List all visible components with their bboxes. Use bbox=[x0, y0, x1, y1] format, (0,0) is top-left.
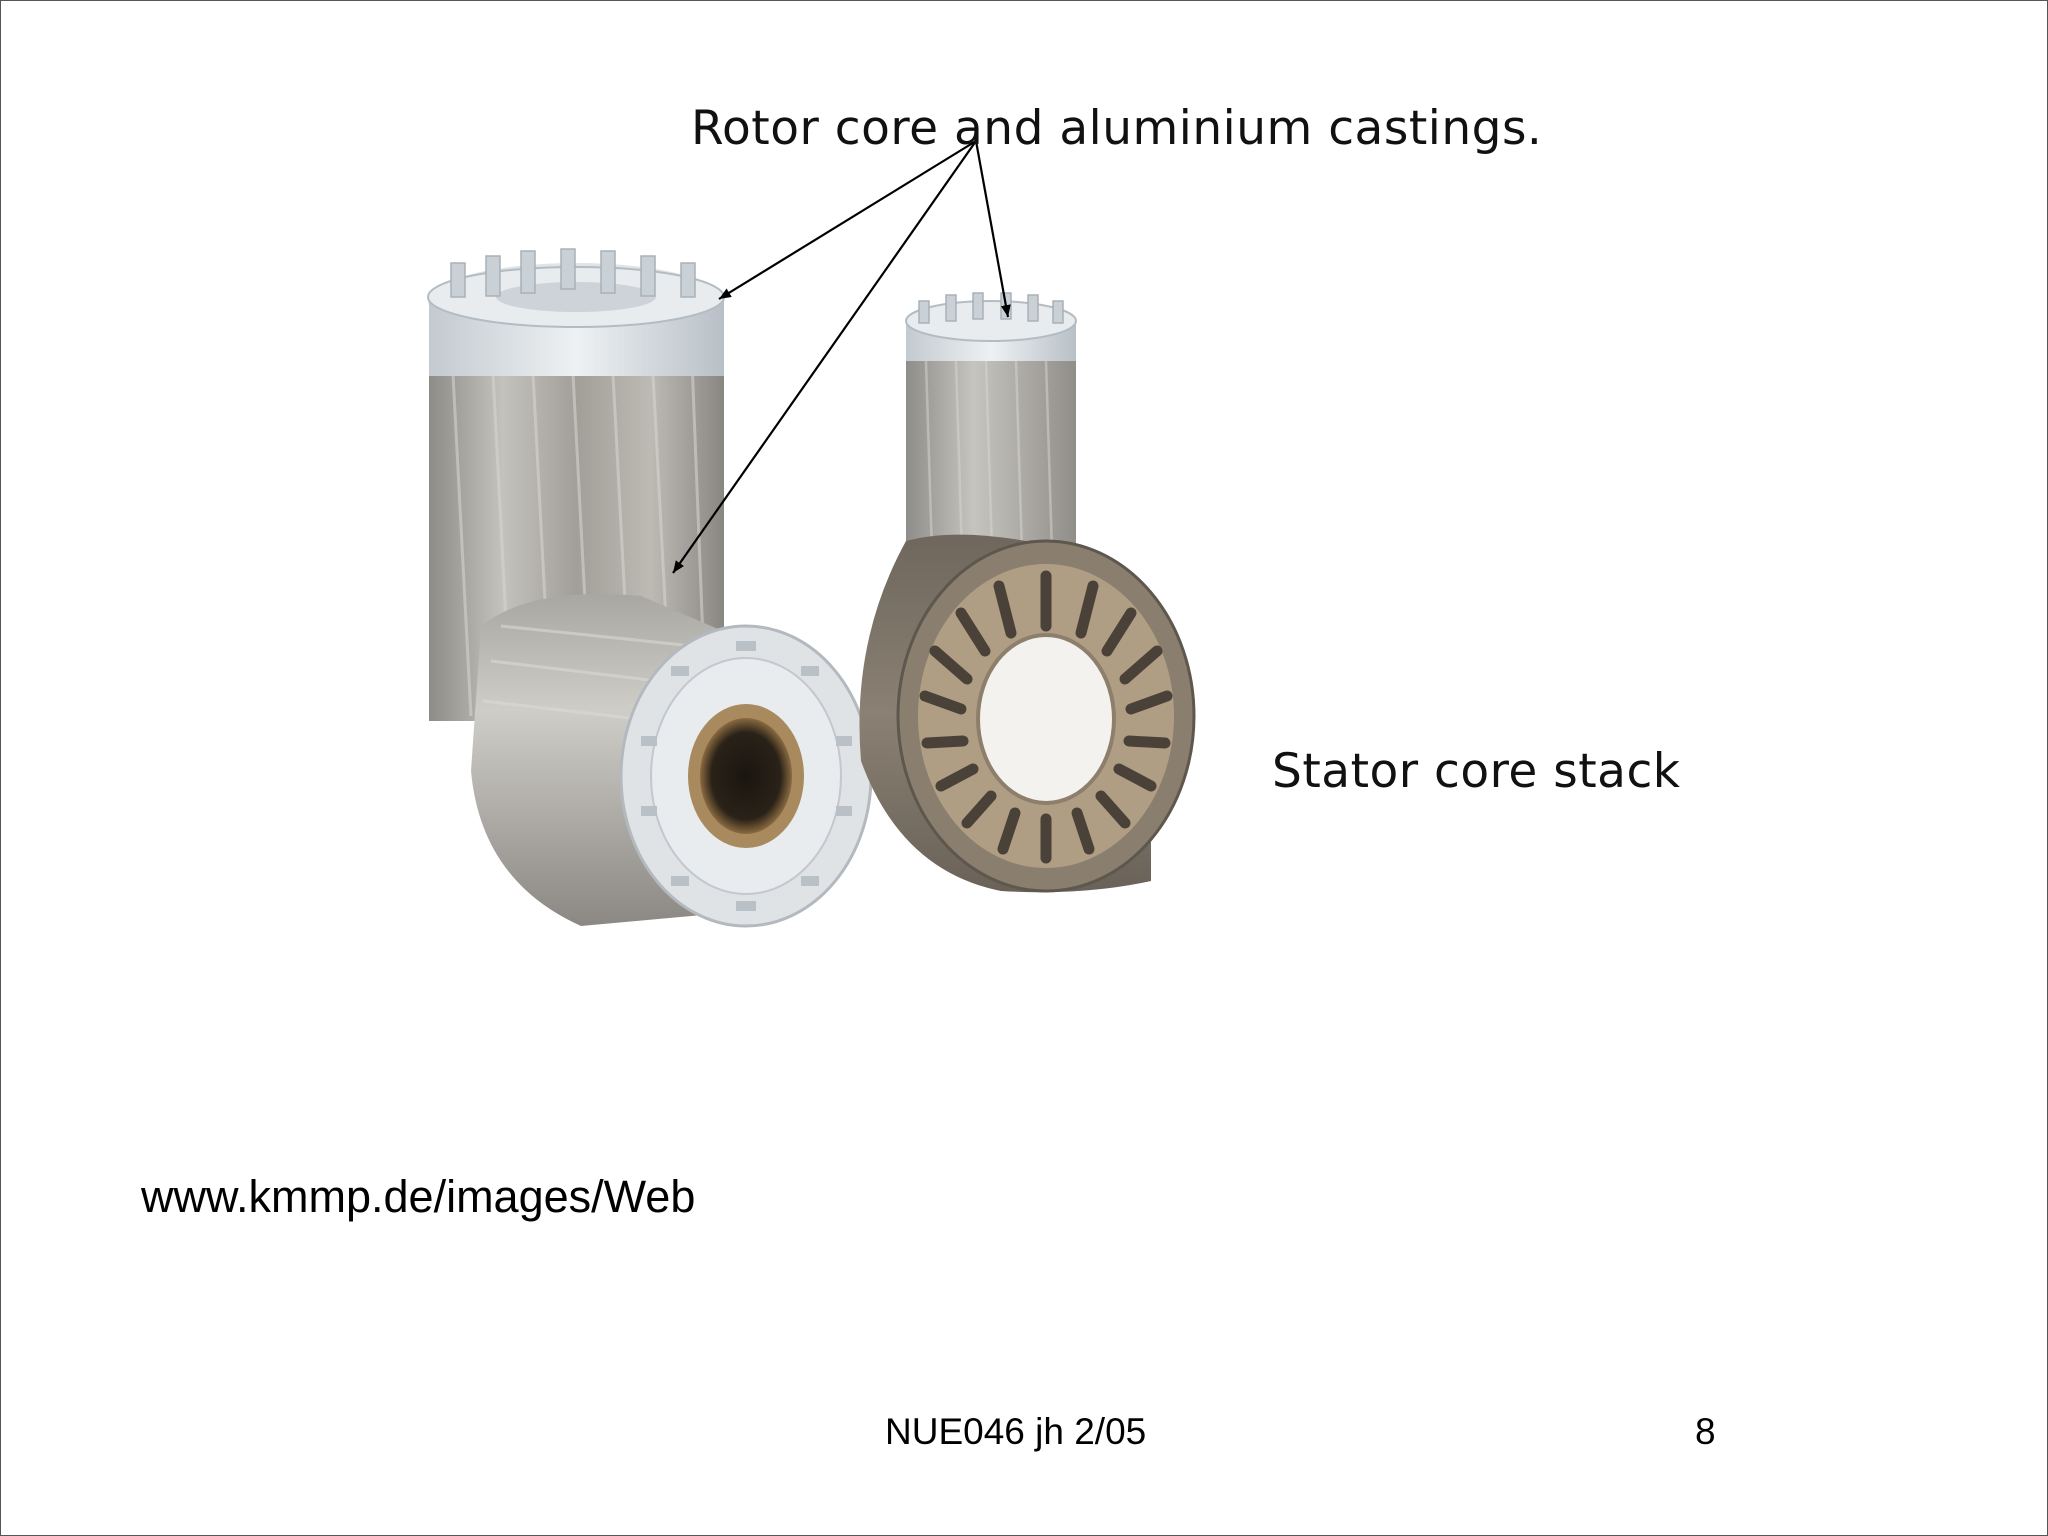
stator-caption: Stator core stack bbox=[1272, 744, 1681, 799]
footer-id: NUE046 jh 2/05 bbox=[885, 1411, 1147, 1452]
arrow-to-front-rotor bbox=[672, 140, 977, 574]
page-number: 8 bbox=[1695, 1411, 1716, 1452]
source-url: www.kmmp.de/images/Web bbox=[141, 1171, 696, 1222]
front-rotor bbox=[471, 594, 873, 928]
rotor-caption: Rotor core and aluminium castings. bbox=[691, 101, 1543, 156]
annotation-arrows bbox=[672, 140, 1011, 574]
stator-core bbox=[859, 534, 1196, 893]
large-rotor bbox=[427, 248, 725, 721]
arrow-to-small-rotor bbox=[974, 140, 1011, 318]
arrow-to-large-rotor bbox=[718, 140, 977, 300]
